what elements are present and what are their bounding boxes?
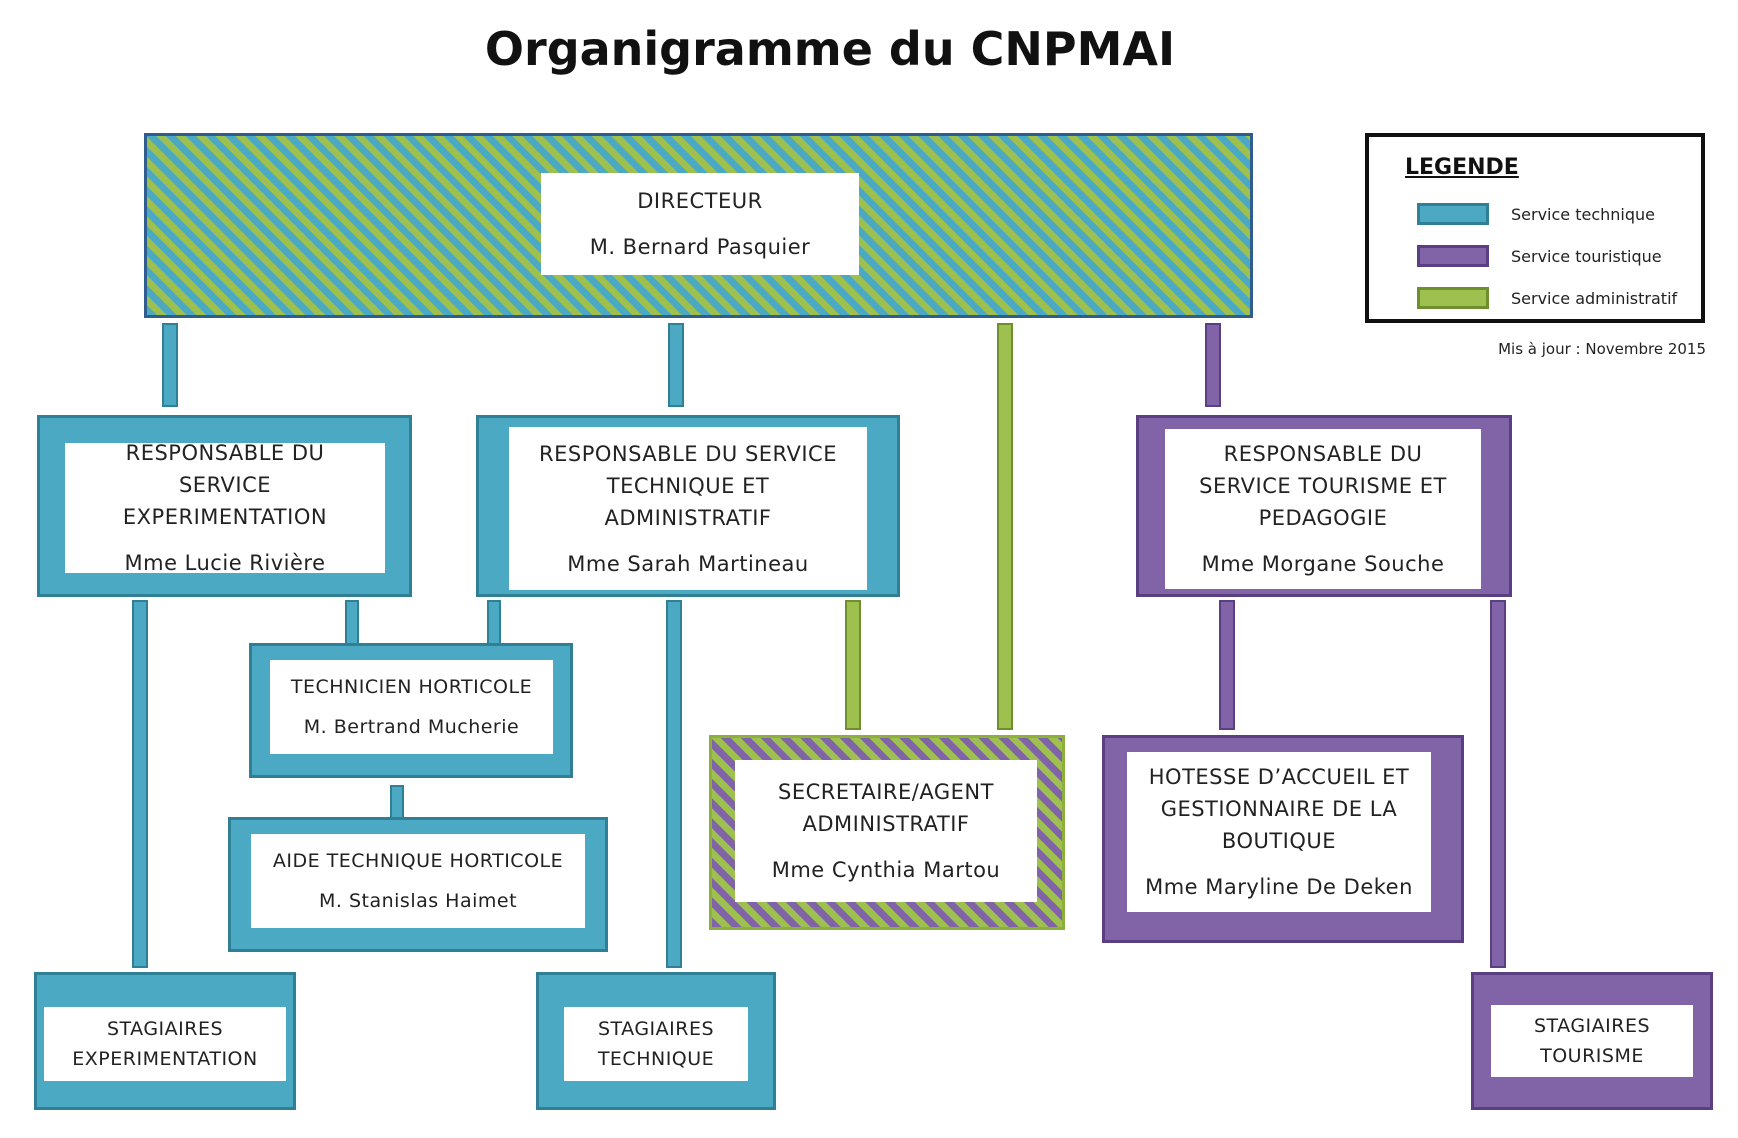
connector-technique-secretaire — [845, 600, 861, 730]
stagiaires-technique-node: STAGIAIRES TECHNIQUE — [536, 972, 776, 1110]
aide-technique-person: M. Stanislas Haimet — [318, 890, 518, 912]
resp-experimentation-person: Mme Lucie Rivière — [124, 551, 326, 575]
page-title: Organigramme du CNPMAI — [484, 22, 1176, 76]
technicien-role: TECHNICIEN HORTICOLE — [290, 676, 533, 698]
hotesse-person: Mme Maryline De Deken — [1145, 875, 1413, 899]
resp-technique-role: RESPONSABLE DU SERVICE TECHNIQUE ET ADMI… — [539, 441, 837, 530]
legend-label: Service technique — [1511, 204, 1655, 224]
connector-technicien-aide — [390, 785, 404, 819]
connector-technique-stagiaires — [666, 600, 682, 968]
connector-director-technique — [668, 323, 684, 407]
resp-tourisme-node: RESPONSABLE DU SERVICE TOURISME ET PEDAG… — [1136, 415, 1512, 597]
legend-item-touristique: Service touristique — [1417, 245, 1662, 267]
secretaire-node: SECRETAIRE/AGENT ADMINISTRATIF Mme Cynth… — [709, 735, 1065, 930]
resp-tourisme-role: RESPONSABLE DU SERVICE TOURISME ET PEDAG… — [1199, 442, 1447, 530]
legend-item-administratif: Service administratif — [1417, 287, 1677, 309]
update-date: Mis à jour : Novembre 2015 — [1498, 340, 1706, 358]
hotesse-role: HOTESSE D’ACCUEIL ET GESTIONNAIRE DE LA … — [1148, 765, 1410, 853]
secretaire-person: Mme Cynthia Martou — [771, 858, 1001, 882]
stagiaires-tourisme-role: STAGIAIRES TOURISME — [1533, 1015, 1651, 1067]
resp-technique-node: RESPONSABLE DU SERVICE TECHNIQUE ET ADMI… — [476, 415, 900, 597]
director-role: DIRECTEUR — [637, 189, 763, 213]
technicien-node: TECHNICIEN HORTICOLE M. Bertrand Mucheri… — [249, 643, 573, 778]
connector-technique-technicien — [487, 600, 501, 645]
connector-experimentation-stagiaires — [132, 600, 148, 968]
stagiaires-tourisme-node: STAGIAIRES TOURISME — [1471, 972, 1713, 1110]
connector-tourisme-hotesse — [1219, 600, 1235, 730]
legend: LEGENDE Service technique Service touris… — [1365, 133, 1705, 323]
technicien-person: M. Bertrand Mucherie — [303, 716, 520, 738]
stagiaires-experimentation-role: STAGIAIRES EXPERIMENTATION — [72, 1018, 258, 1070]
legend-item-technique: Service technique — [1417, 203, 1655, 225]
connector-tourisme-stagiaires — [1490, 600, 1506, 968]
resp-experimentation-node: RESPONSABLE DU SERVICE EXPERIMENTATION M… — [37, 415, 412, 597]
legend-label: Service touristique — [1511, 246, 1662, 266]
legend-label: Service administratif — [1511, 288, 1678, 308]
connector-director-secretaire — [997, 323, 1013, 730]
hotesse-node: HOTESSE D’ACCUEIL ET GESTIONNAIRE DE LA … — [1102, 735, 1464, 943]
legend-title: LEGENDE — [1405, 155, 1519, 180]
connector-experimentation-technicien — [345, 600, 359, 645]
stagiaires-technique-role: STAGIAIRES TECHNIQUE — [597, 1018, 715, 1070]
secretaire-role: SECRETAIRE/AGENT ADMINISTRATIF — [778, 780, 994, 836]
legend-swatch-touristique — [1417, 245, 1489, 267]
connector-director-tourisme — [1205, 323, 1221, 407]
aide-technique-node: AIDE TECHNIQUE HORTICOLE M. Stanislas Ha… — [228, 817, 608, 952]
aide-technique-role: AIDE TECHNIQUE HORTICOLE — [272, 850, 564, 872]
resp-technique-person: Mme Sarah Martineau — [567, 551, 809, 576]
resp-tourisme-person: Mme Morgane Souche — [1201, 552, 1445, 576]
stagiaires-experimentation-node: STAGIAIRES EXPERIMENTATION — [34, 972, 296, 1110]
legend-swatch-administratif — [1417, 287, 1489, 309]
connector-director-experimentation — [162, 323, 178, 407]
resp-experimentation-role: RESPONSABLE DU SERVICE EXPERIMENTATION — [122, 441, 328, 529]
director-person: M. Bernard Pasquier — [589, 235, 811, 259]
legend-swatch-technique — [1417, 203, 1489, 225]
director-node: DIRECTEUR M. Bernard Pasquier — [144, 133, 1253, 318]
